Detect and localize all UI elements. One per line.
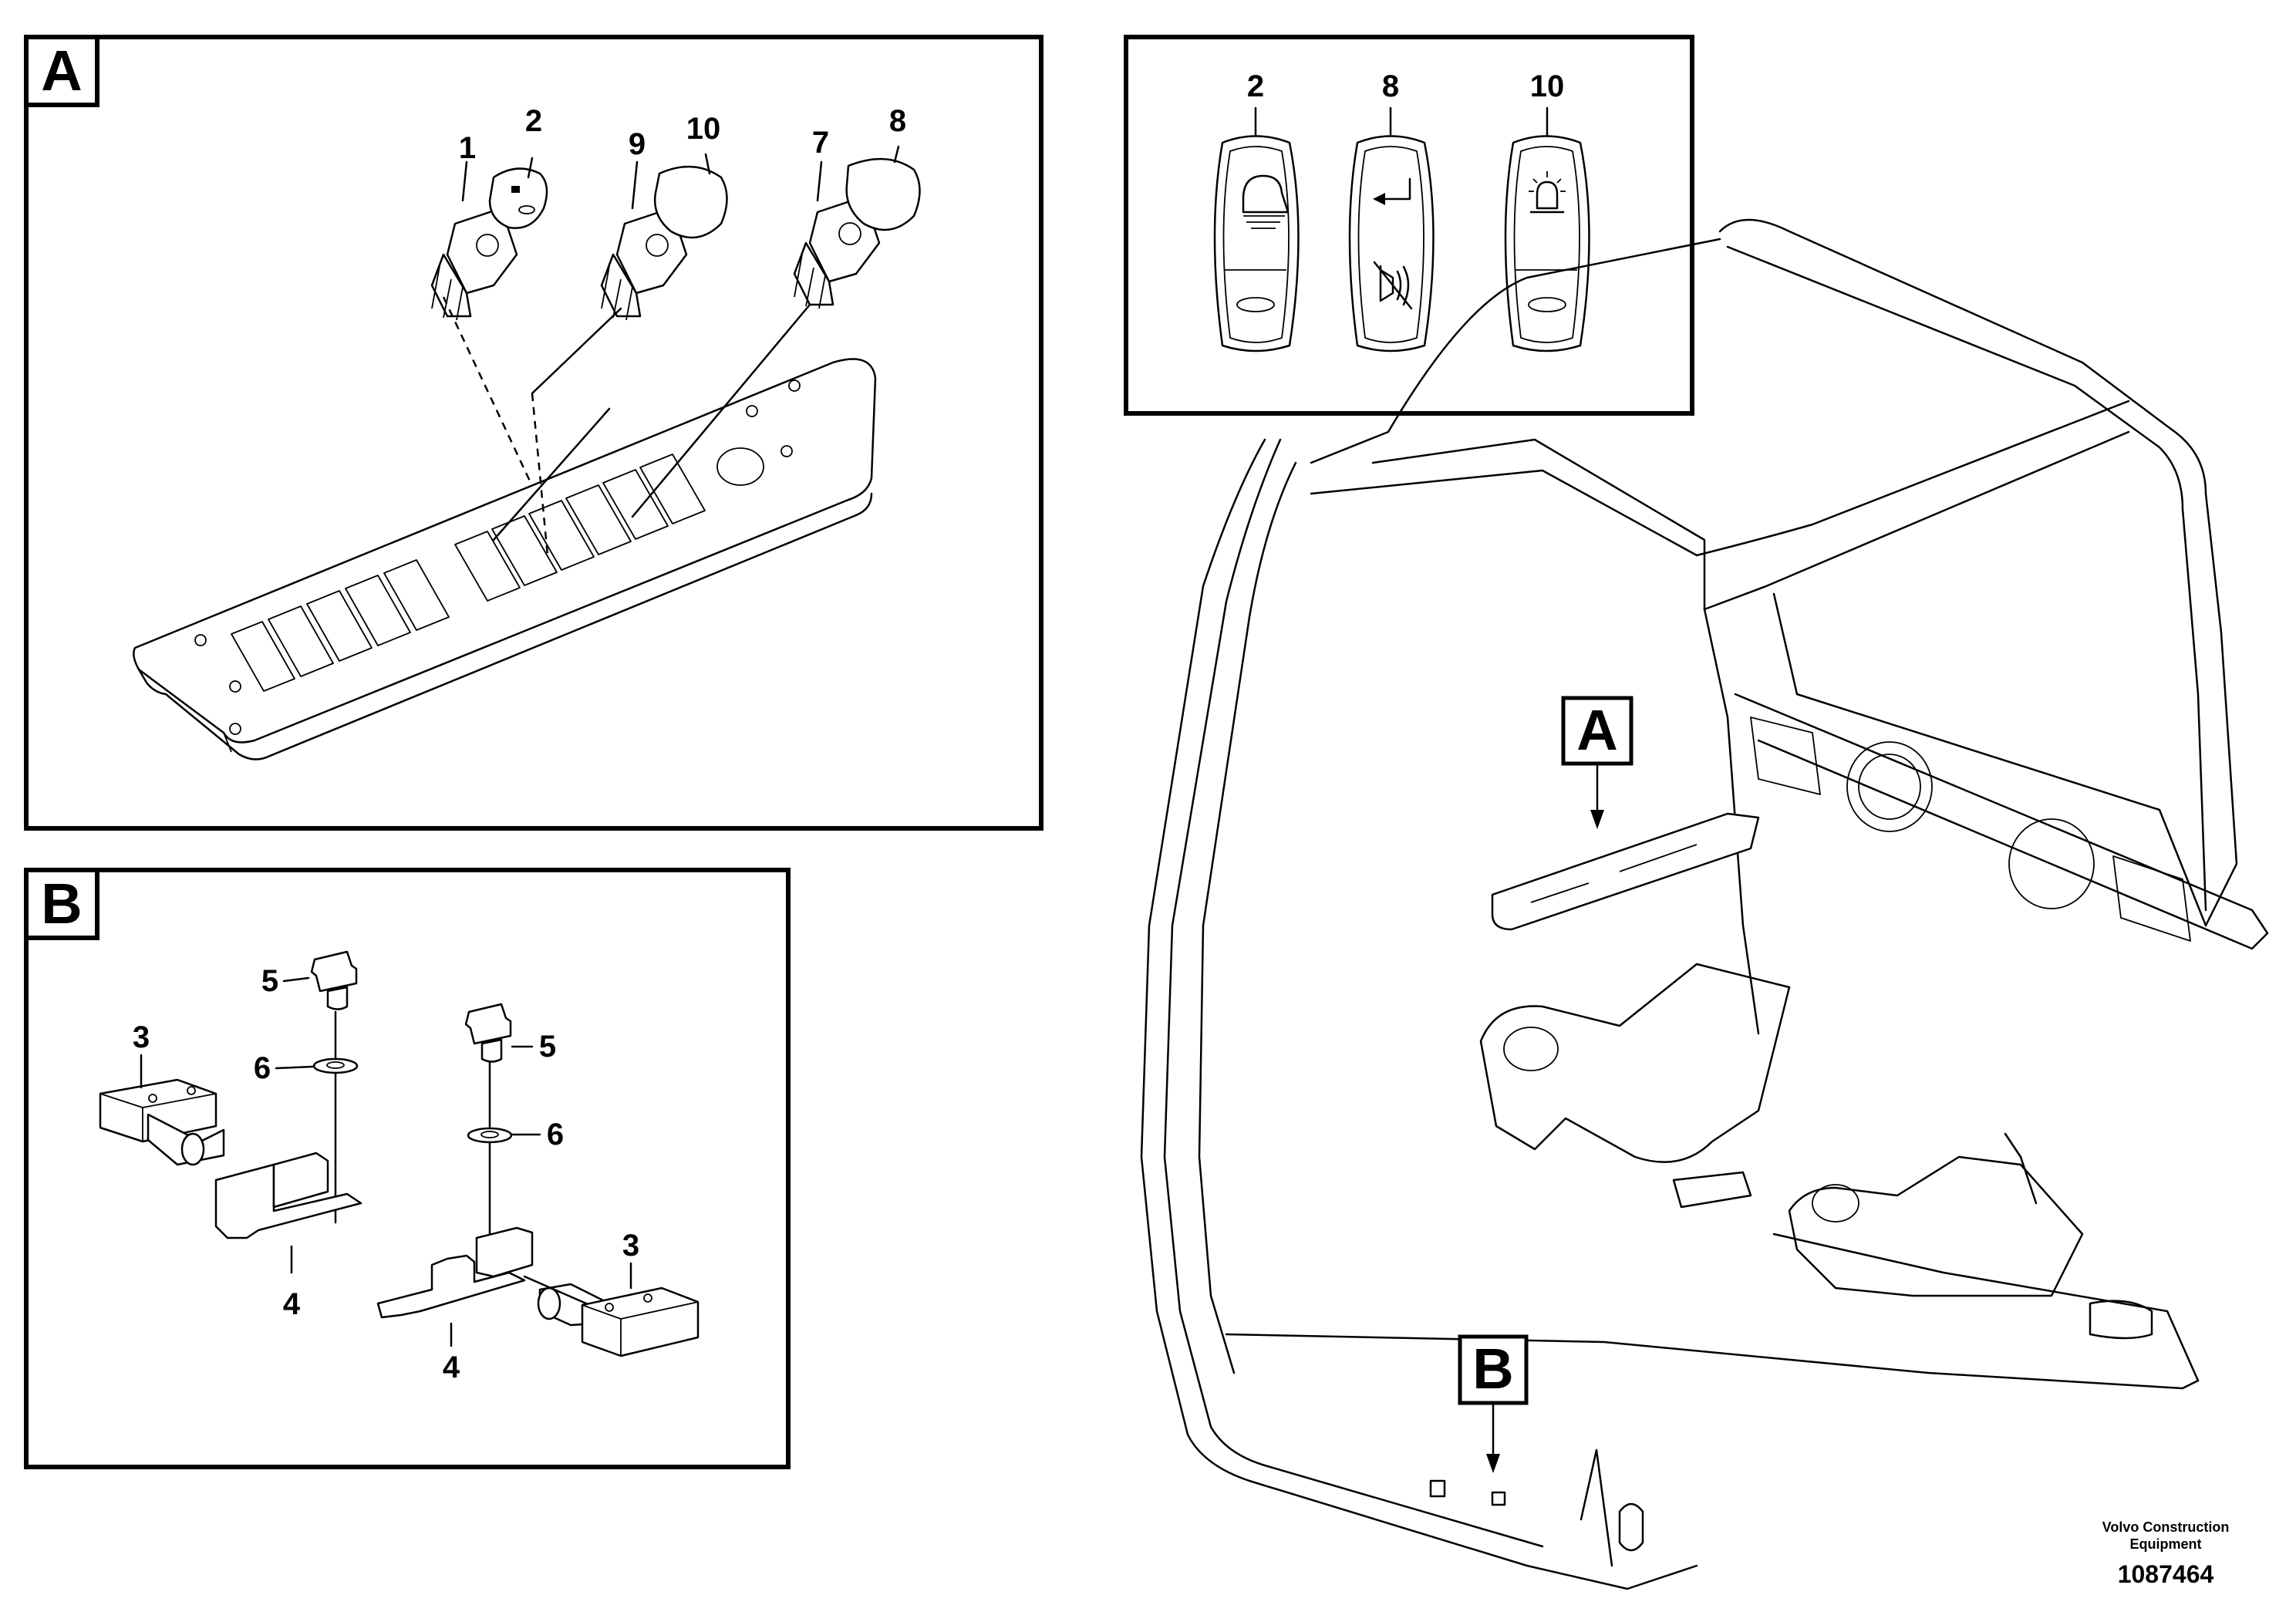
- callout-a-4: 10: [686, 112, 721, 146]
- legend-label-8: 8: [1382, 69, 1399, 103]
- return-arrow-icon: [1373, 177, 1411, 205]
- cab-overview: A B: [1140, 218, 2269, 1590]
- svg-text:B: B: [1472, 1337, 1513, 1401]
- leader-a-9: [631, 303, 811, 518]
- legend-label-2: 2: [1247, 69, 1264, 103]
- leader-a-5: [816, 160, 823, 202]
- switch-panel-plate: [133, 358, 877, 760]
- legend-frame: [1124, 35, 1694, 416]
- switch-legend-panel: 2 8 10: [1124, 35, 1694, 416]
- brand-line-1: Volvo Construction: [2102, 1519, 2230, 1535]
- leader-a-6: [893, 145, 900, 164]
- callout-b-3a: 3: [133, 1020, 150, 1054]
- callout-b-4b: 4: [443, 1351, 460, 1384]
- bracket-assembly-left: [99, 950, 362, 1274]
- panel-b-letter: B: [41, 872, 82, 936]
- legend-label-10: 10: [1530, 69, 1565, 103]
- leader-b-2: [275, 1065, 314, 1070]
- overview-marker-a: A: [1561, 696, 1633, 829]
- horn-off-icon: [1373, 261, 1413, 310]
- brand-line-2: Equipment: [2130, 1536, 2202, 1552]
- panel-a-letter: A: [41, 39, 82, 103]
- overview-marker-b: B: [1458, 1334, 1529, 1473]
- leader-b-1: [282, 976, 310, 983]
- panel-a-letter-box: [24, 35, 99, 107]
- callout-a-5: 7: [812, 126, 829, 160]
- callout-a-6: 8: [889, 104, 906, 138]
- legend-switch-10: [1504, 135, 1590, 352]
- beacon-icon: [1529, 171, 1566, 214]
- panel-b-letter-box: [24, 868, 99, 940]
- callout-b-4a: 4: [283, 1287, 301, 1321]
- svg-text:A: A: [1576, 698, 1617, 762]
- switch-group-2: [600, 165, 728, 321]
- panel-a-frame: [24, 35, 1043, 831]
- leader-a-8: [492, 407, 611, 541]
- bracket-assembly-right: [376, 1003, 700, 1357]
- leader-a-3: [631, 160, 639, 210]
- leader-dashed-1: [442, 296, 534, 487]
- work-light-icon: [1242, 174, 1290, 229]
- panel-b-frame: [24, 868, 791, 1469]
- detail-panel-b: B 5 6 3 4: [24, 868, 791, 1469]
- callout-b-3b: 3: [622, 1229, 639, 1263]
- callout-b-5b: 5: [539, 1030, 556, 1064]
- callout-b-6a: 6: [254, 1051, 271, 1085]
- callout-b-6b: 6: [547, 1118, 564, 1152]
- callout-a-1: 1: [459, 131, 476, 165]
- legend-switch-8: [1348, 135, 1435, 352]
- switch-group-3: [793, 157, 921, 309]
- footer-brand: Volvo Construction Equipment 1087464: [2102, 1519, 2230, 1588]
- leader-a-4: [704, 153, 711, 175]
- overview-switch-panel: [1491, 812, 1760, 931]
- callout-a-3: 9: [629, 127, 646, 161]
- switch-group-1: [430, 167, 548, 321]
- doc-number: 1087464: [2118, 1560, 2214, 1588]
- callout-a-2: 2: [525, 104, 542, 138]
- leader-a-1: [461, 160, 468, 202]
- leader-a-7: [531, 307, 622, 395]
- leader-a-2: [527, 157, 534, 179]
- callout-b-5a: 5: [261, 964, 278, 998]
- detail-panel-a: A: [24, 35, 1043, 831]
- legend-switch-2: [1213, 135, 1300, 352]
